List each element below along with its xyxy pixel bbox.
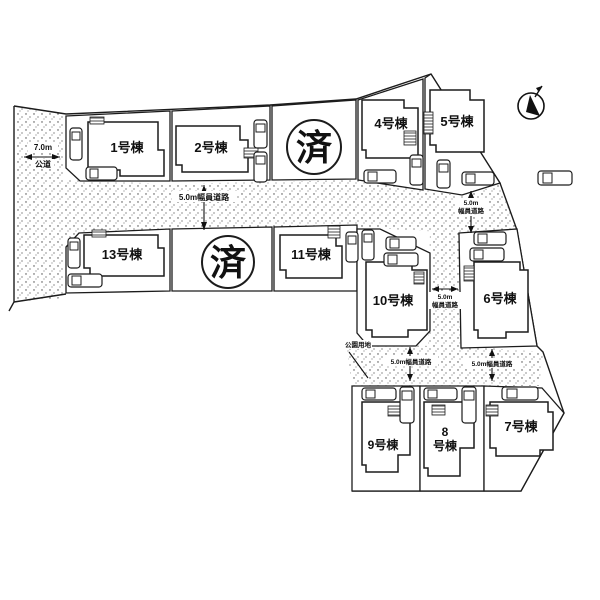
boundary-bottom-left-line (13, 293, 67, 303)
connector-road-width-label: 5.0m (464, 200, 479, 207)
sold-stamp-middle: 済 (201, 235, 255, 289)
mid-road-type-label: 幅員道路 (432, 300, 459, 309)
car-icon (383, 252, 419, 267)
dim-public-road: 7.0m 公道 (24, 142, 60, 169)
sold-stamp-circle (286, 119, 342, 175)
boundary-top-line (13, 73, 432, 115)
car-icon (385, 236, 417, 251)
porch-hatch-icon (327, 225, 341, 239)
lot-9-label: 9号棟 (368, 437, 400, 452)
porch-hatch-icon (413, 271, 425, 285)
main-road-label: 5.0m幅員道路 (179, 192, 230, 202)
dim-right-connector-road: 5.0m 幅員道路 (455, 191, 488, 233)
car-icon (345, 231, 359, 263)
porch-hatch-icon (463, 265, 475, 282)
parked-cars (67, 119, 573, 424)
lot-6-label: 6号棟 (483, 291, 517, 306)
lot-10-label: 10号棟 (373, 293, 414, 308)
car-icon (361, 229, 375, 261)
sold-stamp-circle (201, 235, 255, 289)
land-note: 公園用地 (344, 340, 372, 379)
porch-hatch-icon (387, 405, 402, 417)
dim-bottom-road-west: 5.0m幅員道路 (384, 347, 438, 381)
building-11 (279, 234, 343, 279)
porch-hatch-icon (423, 111, 434, 135)
public-road-width-label: 7.0m (34, 143, 52, 152)
mid-road-width-label: 5.0m (438, 294, 453, 301)
land-note-label: 公園用地 (345, 340, 372, 349)
boundary-left-road-line (8, 106, 15, 312)
car-icon (501, 386, 539, 401)
porch-hatch-icon (431, 404, 446, 416)
sold-stamp-text: 済 (296, 128, 332, 168)
car-icon (361, 387, 397, 401)
car-icon (69, 127, 83, 161)
car-icon (461, 171, 495, 186)
car-icon (423, 387, 458, 401)
porch-hatch-icon (89, 116, 105, 125)
lot-5-label: 5号棟 (440, 114, 474, 129)
porch-hatches (89, 111, 499, 417)
sold-stamp-text: 済 (210, 243, 246, 283)
lot-4-label: 4号棟 (374, 116, 408, 131)
car-icon (469, 247, 505, 262)
lot-1-label: 1号棟 (110, 140, 144, 155)
porch-hatch-icon (485, 404, 499, 417)
lot-11-label: 11号棟 (291, 247, 332, 262)
car-icon (473, 231, 507, 246)
car-icon (85, 166, 118, 181)
dim-bottom-road-east: 5.0m幅員道路 (465, 349, 519, 381)
car-icon (67, 237, 81, 269)
car-icon (461, 386, 477, 424)
porch-hatch-icon (91, 229, 107, 238)
lot-13-label: 13号棟 (102, 247, 143, 262)
car-icon (537, 170, 573, 186)
porch-hatch-icon (403, 130, 417, 146)
lot-labels: 1号棟 2号棟 4号棟 5号棟 13号棟 11号棟 10号棟 6号棟 9号棟 8… (102, 114, 539, 453)
dim-main-road: 5.0m幅員道路 (172, 185, 237, 230)
lot-7-label: 7号棟 (504, 419, 538, 434)
connector-road-type-label: 幅員道路 (458, 206, 485, 215)
building-10 (365, 261, 428, 338)
dim-road-between-10-6: 5.0m 幅員道路 (428, 286, 464, 309)
public-road-left (14, 106, 63, 302)
lot-8-label-line1: 8 (442, 425, 449, 439)
building-5 (429, 89, 485, 153)
building-13 (83, 234, 165, 277)
sold-stamp-top: 済 (286, 119, 342, 175)
lot-2-label: 2号棟 (194, 140, 228, 155)
car-icon (67, 273, 103, 288)
bottom-road-west-label: 5.0m幅員道路 (391, 357, 432, 366)
car-icon (253, 119, 268, 149)
public-road-type-label: 公道 (35, 159, 51, 169)
car-icon (253, 151, 268, 183)
north-compass-icon (517, 85, 545, 120)
bottom-road-east-label: 5.0m幅員道路 (472, 359, 513, 368)
car-icon (409, 154, 424, 186)
buildings (83, 89, 554, 477)
lot-8-label-line2: 号棟 (433, 438, 458, 453)
car-icon (399, 386, 415, 424)
car-icon (436, 159, 451, 189)
building-6 (473, 261, 529, 339)
building-2 (175, 125, 249, 173)
building-7 (489, 401, 554, 457)
car-icon (363, 169, 397, 184)
